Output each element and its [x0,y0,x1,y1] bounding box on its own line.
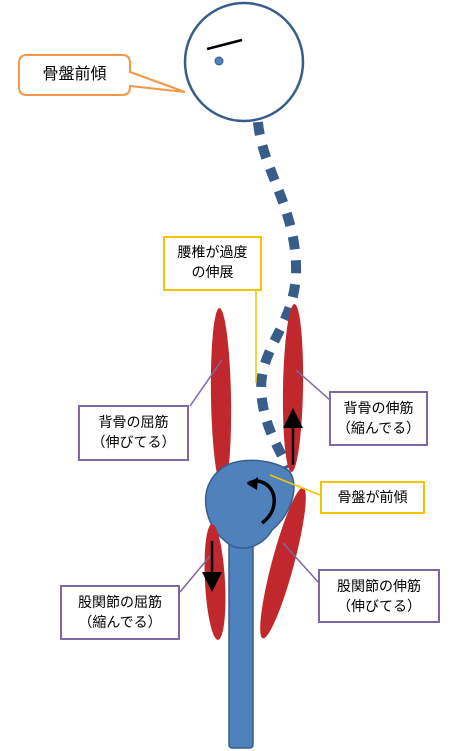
leader-pelvis [269,474,321,496]
curved-arrow-head [247,477,258,490]
label-line: 背骨の屈筋 [98,415,169,431]
back-flexor-muscle [210,308,232,488]
label-lumbar-hyperextension: 腰椎が過度 の伸展 [163,236,262,291]
label-back-extensors: 背骨の伸筋 （縮んでる） [329,391,428,446]
label-line: （縮んでる） [336,421,421,437]
label-line: （縮んでる） [78,615,162,631]
leader-hip-extensor [282,542,320,584]
label-hip-flexors: 股関節の屈筋 （縮んでる） [60,585,180,640]
leader-back-flexor [189,359,223,407]
back-extensor-muscle [282,304,304,472]
label-line: の伸展 [191,265,234,281]
head-icon [183,1,305,123]
hip-extensor-muscle [260,487,306,639]
label-line: 腰椎が過度 [177,245,248,261]
label-line: （伸びてる） [91,435,176,451]
label-hip-extensors: 股関節の伸筋 （伸びてる） [318,569,440,623]
callout-anterior-pelvic-tilt: 骨盤前傾 [42,64,107,83]
label-line: （伸びてる） [337,599,421,615]
label-pelvis-tilt: 骨盤が前傾 [320,481,425,514]
spine-curve [253,121,302,471]
callout-bubble [18,54,186,96]
label-line: 骨盤が前傾 [337,490,408,506]
femur-bone [228,525,254,749]
leader-back-extensor [295,369,331,401]
pelvis-icon [204,459,295,549]
leader-hip-flexor [179,555,211,593]
label-line: 股関節の屈筋 [78,595,162,611]
label-line: 股関節の伸筋 [337,579,421,595]
label-line: 背骨の伸筋 [343,401,414,417]
label-back-flexors: 背骨の屈筋 （伸びてる） [78,405,189,461]
